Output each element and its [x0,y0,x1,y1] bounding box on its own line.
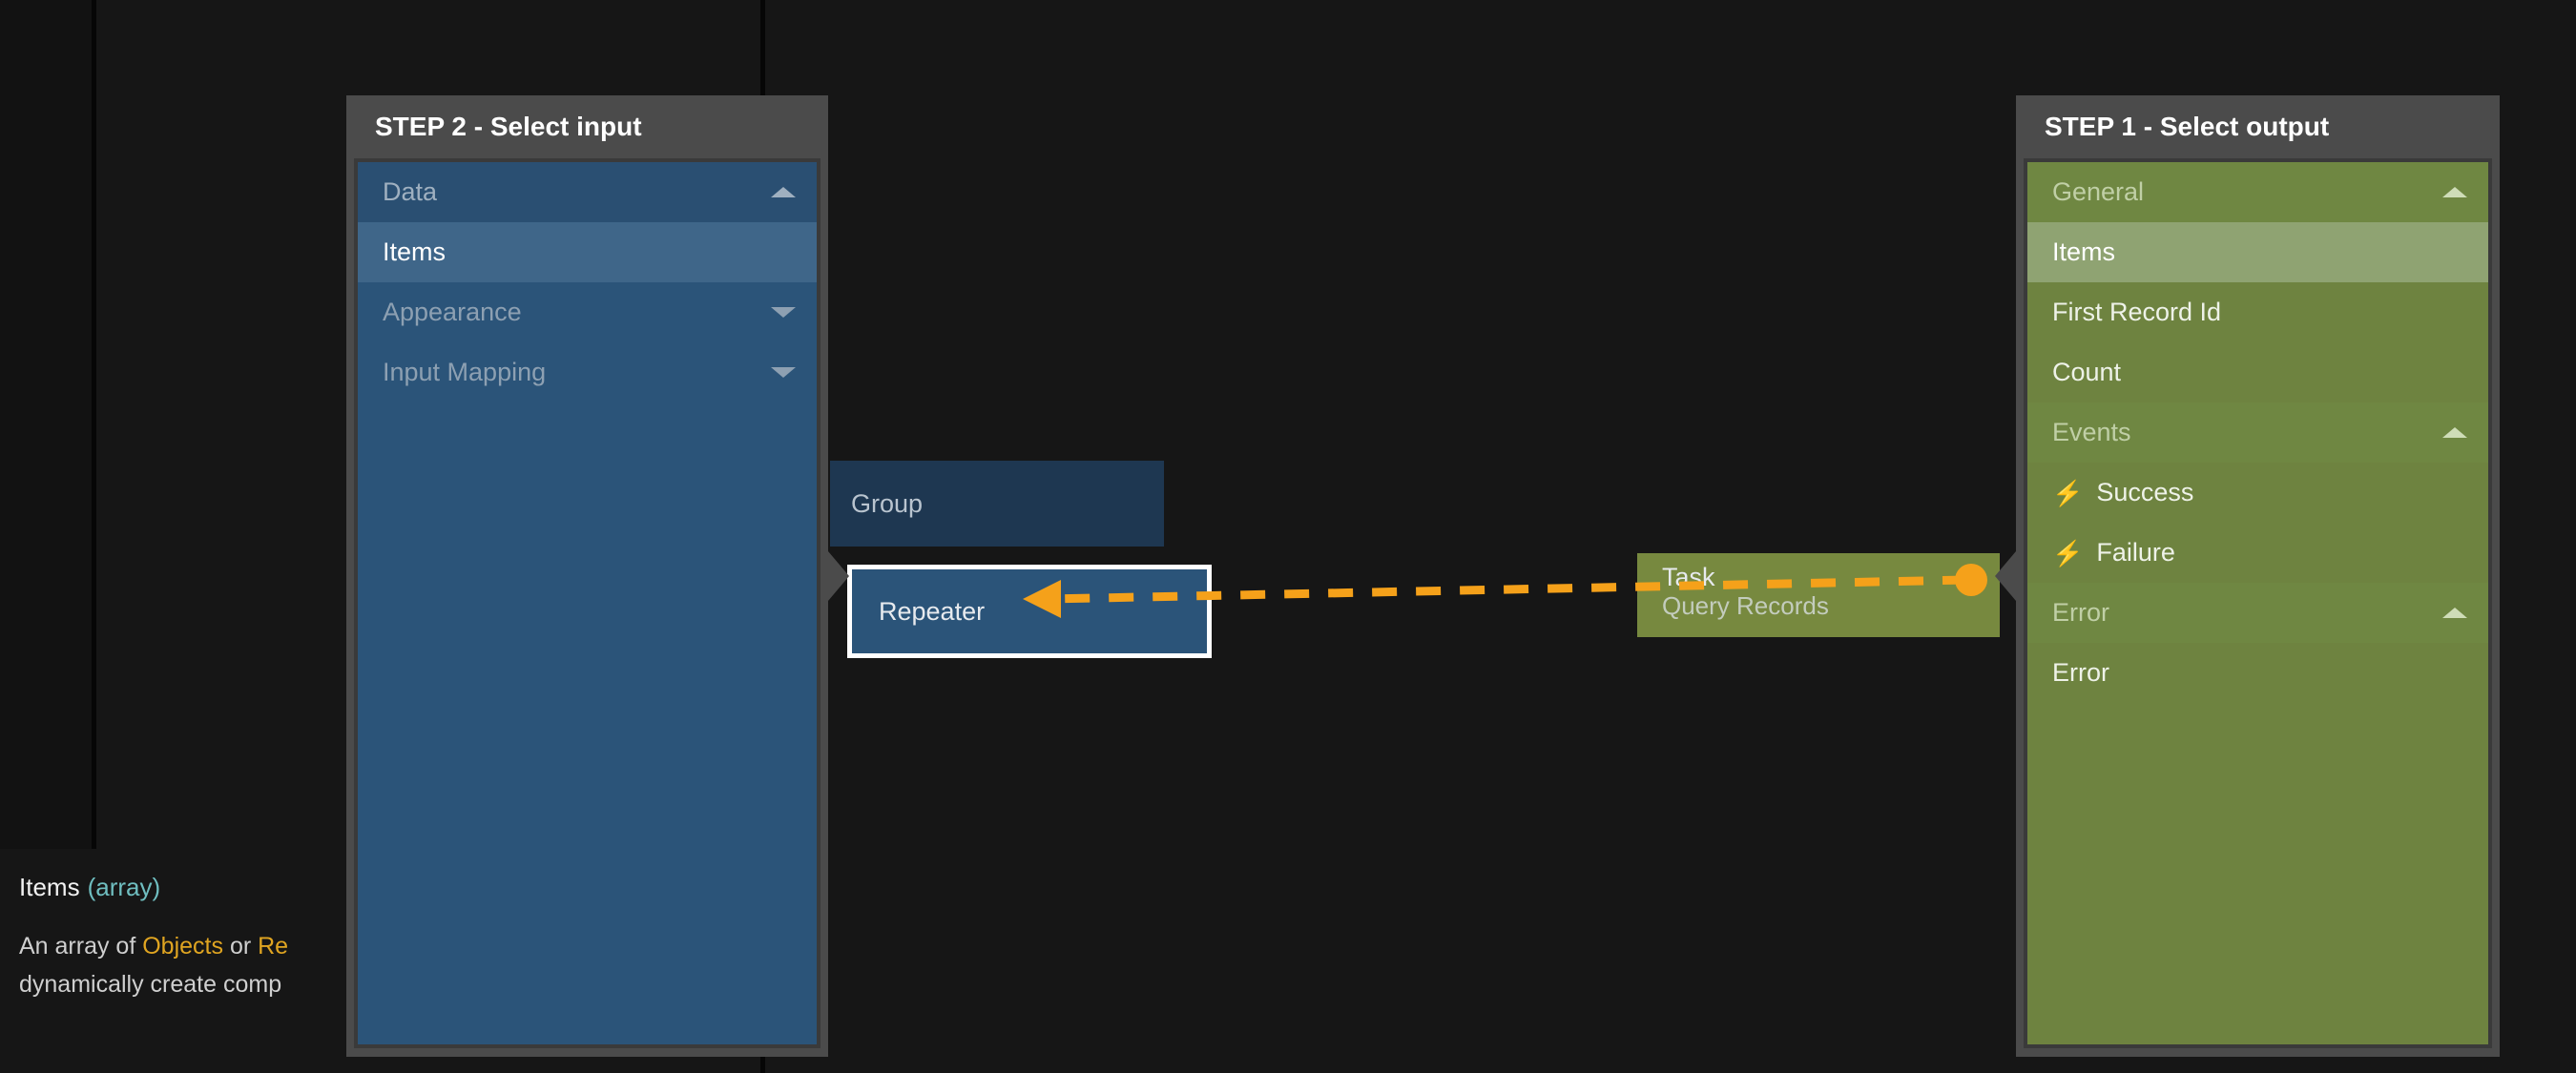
output-row-error-label: Error [2052,658,2109,687]
chevron-up-icon[interactable] [771,187,796,197]
output-row-items-label: Items [2052,237,2116,266]
canvas-left-strip [0,0,92,849]
description-title-line: Items(array) [19,873,458,902]
node-group[interactable]: Group [830,461,1164,547]
output-panel-header: STEP 1 - Select output [2016,95,2500,158]
chevron-down-icon[interactable] [771,307,796,318]
node-repeater-title: Repeater [879,596,986,626]
input-panel-title: STEP 2 - Select input [375,112,642,141]
output-row-general[interactable]: General [2027,162,2488,222]
description-line1-mid: or [223,933,259,960]
chevron-up-icon[interactable] [2442,608,2467,618]
output-row-count[interactable]: Count [2027,342,2488,402]
input-panel-pointer-icon [828,551,849,601]
output-row-error-group-label: Error [2052,598,2109,627]
description-title: Items [19,873,80,901]
property-description: Items(array) An array of Objects or Re d… [19,873,458,1003]
node-repeater[interactable]: Repeater [847,565,1212,658]
input-row-input-mapping[interactable]: Input Mapping [358,342,817,402]
chevron-up-icon[interactable] [2442,427,2467,438]
output-row-first-record-id-label: First Record Id [2052,298,2222,326]
input-panel-body[interactable]: Data Items Appearance Input Mapping [354,158,821,1048]
output-row-events[interactable]: Events [2027,402,2488,463]
step2-select-input-panel[interactable]: STEP 2 - Select input Data Items Appeara… [346,95,849,1057]
description-line2: dynamically create comp [19,971,282,998]
node-task-title: Task [1662,563,1715,591]
description-body: An array of Objects or Re dynamically cr… [19,927,458,1003]
output-row-items[interactable]: Items [2027,222,2488,282]
input-row-items[interactable]: Items [358,222,817,282]
chevron-down-icon[interactable] [771,367,796,378]
description-keyword-objects: Objects [142,933,223,960]
chevron-up-icon[interactable] [2442,187,2467,197]
output-row-success[interactable]: ⚡ Success [2027,463,2488,523]
description-keyword-records: Re [258,933,289,960]
description-type: (array) [87,873,161,901]
output-row-events-label: Events [2052,418,2131,446]
canvas-divider-left [92,0,96,849]
output-panel-filler [2027,703,2488,1044]
bolt-icon: ⚡ [2052,538,2084,567]
input-row-items-label: Items [383,237,447,266]
output-row-general-label: General [2052,177,2145,206]
node-task[interactable]: Task Query Records [1637,553,2000,637]
output-row-count-label: Count [2052,358,2122,386]
input-row-appearance[interactable]: Appearance [358,282,817,342]
output-panel-body[interactable]: General Items First Record Id Count Even… [2024,158,2492,1048]
input-panel-header: STEP 2 - Select input [346,95,828,158]
output-panel-title: STEP 1 - Select output [2045,112,2330,141]
output-row-error-group[interactable]: Error [2027,583,2488,643]
output-row-first-record-id[interactable]: First Record Id [2027,282,2488,342]
output-row-failure[interactable]: ⚡ Failure [2027,523,2488,583]
node-task-subtitle: Query Records [1662,591,1829,621]
bolt-icon: ⚡ [2052,478,2084,507]
description-line1-pre: An array of [19,933,143,960]
step1-select-output-panel[interactable]: STEP 1 - Select output General Items Fir… [1995,95,2500,1057]
input-row-data[interactable]: Data [358,162,817,222]
output-row-error[interactable]: Error [2027,643,2488,703]
output-row-failure-label: Failure [2096,538,2175,567]
output-row-success-label: Success [2096,478,2194,506]
output-panel-pointer-icon [1995,551,2016,601]
node-group-title: Group [851,488,924,518]
input-row-data-label: Data [383,177,438,206]
input-row-appearance-label: Appearance [383,298,522,326]
input-panel-filler [358,402,817,1044]
input-row-input-mapping-label: Input Mapping [383,358,547,386]
